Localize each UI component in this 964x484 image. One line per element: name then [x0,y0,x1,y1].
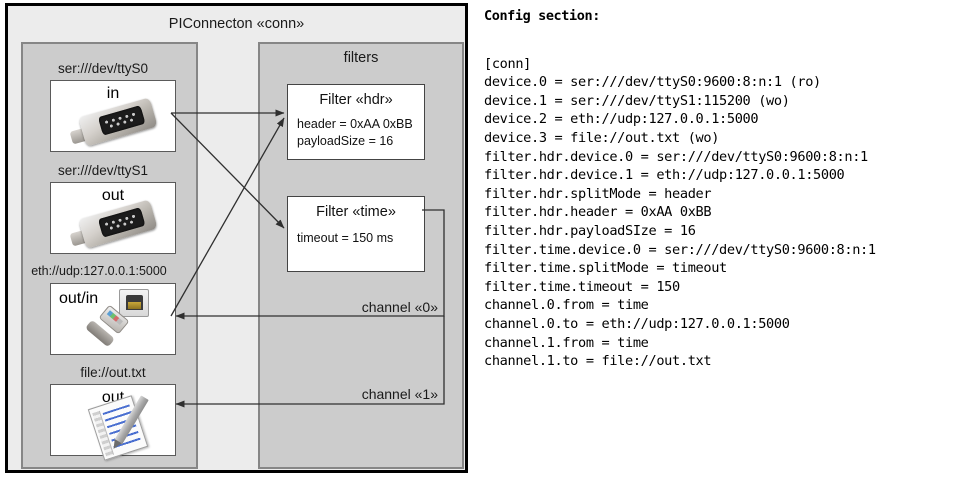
diagram-title: PIConnecton «conn» [168,16,305,32]
device-label-eth: eth://udp:127.0.0.1:5000 [31,264,167,278]
config-heading: Config section: [484,8,600,24]
wire-channel-1 [175,316,445,408]
device-label-ttyS1: ser:///dev/ttyS1 [57,163,149,178]
filter-time-title: Filter «time» [316,204,396,220]
wire-eth-to-hdr [170,117,285,317]
device-direction-ttyS0: in [106,85,120,102]
filters-panel-title: filters [343,50,379,66]
channel-label-0: channel «0» [361,299,438,315]
connection-wires [170,109,445,408]
config-section: Config section: [conn] device.0 = ser://… [482,0,964,484]
device-direction-eth: out/in [59,290,99,307]
device-box-ttyS0[interactable]: in [50,80,176,152]
wire-channel-0 [175,209,445,320]
channel-label-1: channel «1» [361,386,438,402]
filter-time-props: timeout = 150 ms [297,231,394,245]
device-label-file: file://out.txt [80,365,146,380]
config-text: [conn] device.0 = ser:///dev/ttyS0:9600:… [484,55,876,370]
filter-box-hdr[interactable]: Filter «hdr» header = 0xAA 0xBB payloadS… [287,84,425,160]
filter-hdr-props: header = 0xAA 0xBB payloadSize = 16 [297,117,413,148]
filter-hdr-title: Filter «hdr» [319,92,393,108]
device-box-eth[interactable]: out/in [50,283,176,355]
device-box-file[interactable]: out [50,384,176,461]
connector-diagram: PIConnecton «conn» filters ser:///dev/tt… [5,3,468,473]
wire-ttyS0-to-time [170,112,285,229]
filter-box-time[interactable]: Filter «time» timeout = 150 ms [287,196,425,272]
device-box-ttyS1[interactable]: out [50,182,176,254]
device-direction-ttyS1: out [101,187,125,204]
device-label-ttyS0: ser:///dev/ttyS0 [57,61,149,76]
